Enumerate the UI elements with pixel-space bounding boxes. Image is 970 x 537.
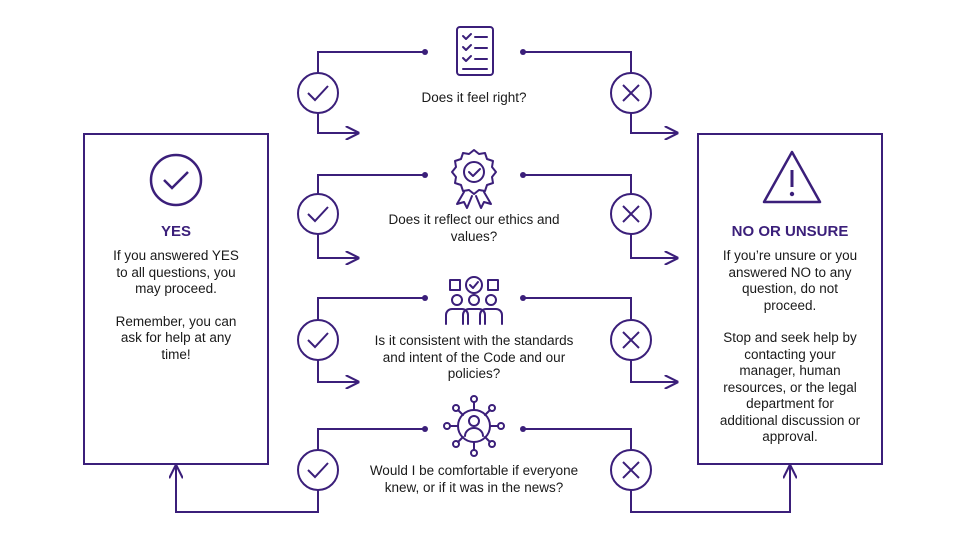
check-circle-icon: [297, 319, 339, 361]
question-4: Would I be comfortable if everyone knew,…: [369, 463, 579, 495]
x-circle-icon: [610, 72, 652, 114]
no-title: NO OR UNSURE: [731, 223, 849, 240]
team-check-icon: [445, 276, 503, 325]
x-circle-icon: [610, 449, 652, 491]
award-badge-icon: [451, 149, 497, 209]
x-circle-icon: [610, 319, 652, 361]
x-circle-icon: [610, 193, 652, 235]
question-1: Does it feel right?: [421, 90, 527, 105]
network-person-icon: [443, 395, 505, 457]
checklist-icon: [456, 26, 494, 76]
yes-title: YES: [160, 223, 191, 240]
question-3: Is it consistent with the standards and …: [374, 333, 574, 381]
warning-triangle-icon: [762, 150, 822, 204]
connector-dots: [422, 49, 526, 432]
check-circle-icon: [297, 193, 339, 235]
yes-box: YES If you answered YES to all questions…: [83, 133, 269, 465]
yes-connector-4: [176, 428, 425, 513]
checkmark-circle-icon: [149, 153, 203, 207]
no-box: NO OR UNSURE If you’re unsure or you ans…: [697, 133, 883, 465]
check-circle-icon: [297, 449, 339, 491]
check-circle-icon: [297, 72, 339, 114]
no-connector-4: [523, 428, 790, 513]
question-2: Does it reflect our ethics and values?: [388, 212, 560, 244]
